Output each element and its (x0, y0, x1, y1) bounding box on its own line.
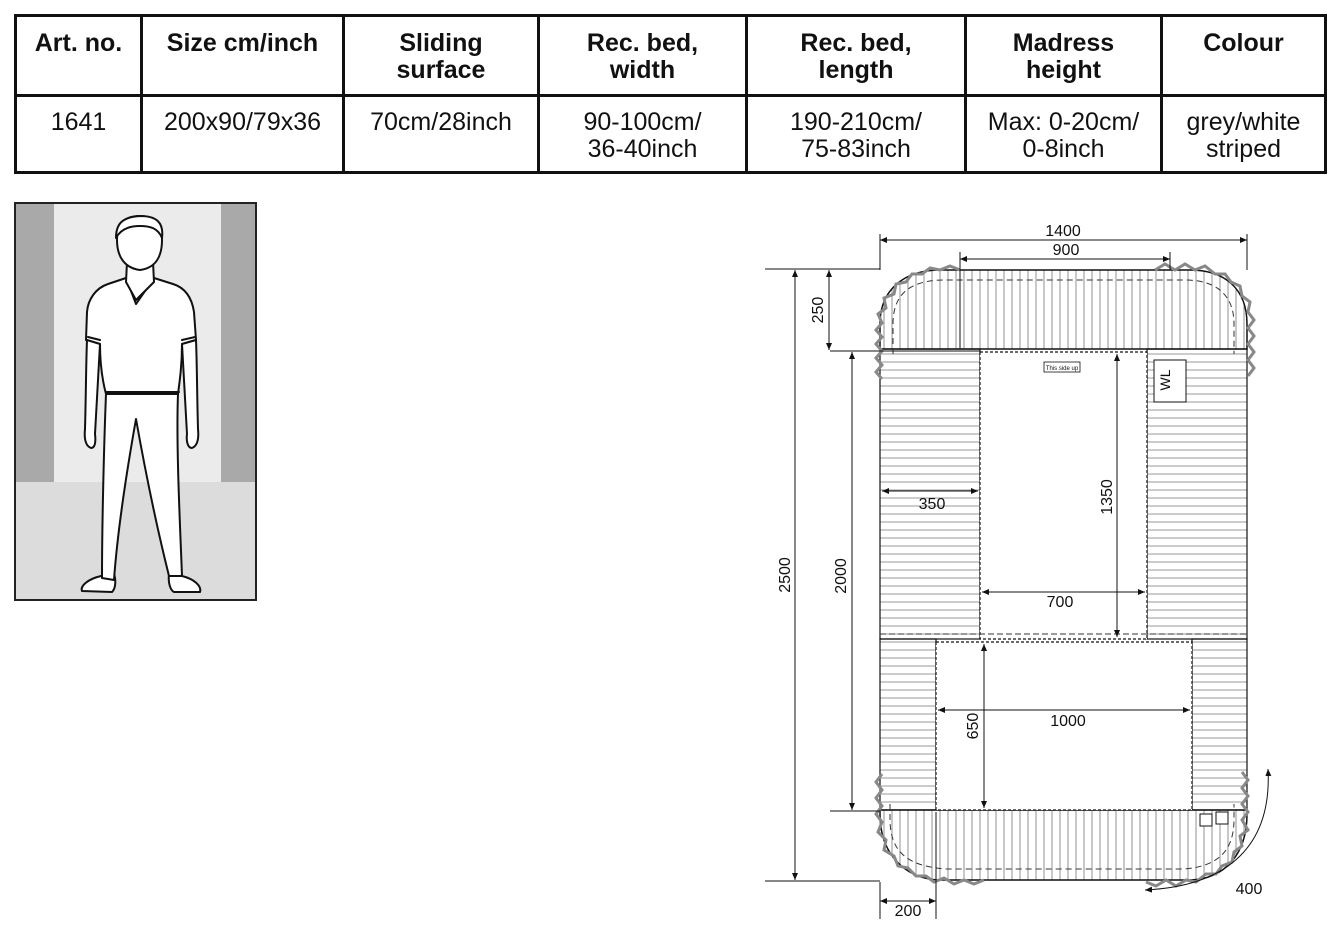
wl-text: WL (1157, 369, 1173, 390)
header-bed-length: Rec. bed, length (745, 14, 967, 97)
dim-2500: 2500 (777, 557, 794, 593)
header-madress-height: Madress height (964, 14, 1163, 97)
cell-art-no: 1641 (14, 94, 143, 174)
wl-label: WL (1153, 359, 1187, 403)
header-colour: Colour (1160, 14, 1327, 97)
header-sliding-surface: Sliding surface (342, 14, 540, 97)
floor-plan-drawing: This side up WL (760, 214, 1320, 924)
dim-900: 900 (1053, 242, 1080, 259)
surface-outline (879, 269, 1248, 881)
cell-size: 200x90/79x36 (140, 94, 345, 174)
cell-sliding-surface: 70cm/28inch (342, 94, 540, 174)
cell-madress-height: Max: 0-20cm/ 0-8inch (964, 94, 1163, 174)
dim-650: 650 (965, 713, 982, 740)
person-icon (16, 204, 255, 593)
person-scale-figure (14, 202, 257, 601)
dim-250: 250 (810, 297, 827, 324)
header-size: Size cm/inch (140, 14, 345, 97)
header-art-no: Art. no. (14, 14, 143, 97)
header-bed-width: Rec. bed, width (537, 14, 748, 97)
dim-1350: 1350 (1099, 479, 1116, 515)
corner-square-1 (1199, 813, 1213, 827)
dim-700: 700 (1047, 594, 1074, 611)
spec-table: Art. no. Size cm/inch Sliding surface Re… (14, 14, 1327, 174)
this-side-up-text: This side up (1046, 366, 1079, 372)
dim-350: 350 (919, 496, 946, 513)
dim-1000: 1000 (1050, 713, 1086, 730)
dim-400: 400 (1236, 881, 1263, 898)
corner-square-2 (1215, 811, 1229, 825)
cell-colour: grey/white striped (1160, 94, 1327, 174)
table-row: 1641 200x90/79x36 70cm/28inch 90-100cm/ … (14, 94, 1327, 174)
dim-2000: 2000 (833, 558, 850, 594)
this-side-up-label: This side up (1043, 361, 1081, 373)
cell-bed-width: 90-100cm/ 36-40inch (537, 94, 748, 174)
cell-bed-length: 190-210cm/ 75-83inch (745, 94, 967, 174)
dim-1400: 1400 (1045, 223, 1081, 240)
table-header-row: Art. no. Size cm/inch Sliding surface Re… (14, 14, 1327, 97)
dim-200: 200 (895, 903, 922, 920)
